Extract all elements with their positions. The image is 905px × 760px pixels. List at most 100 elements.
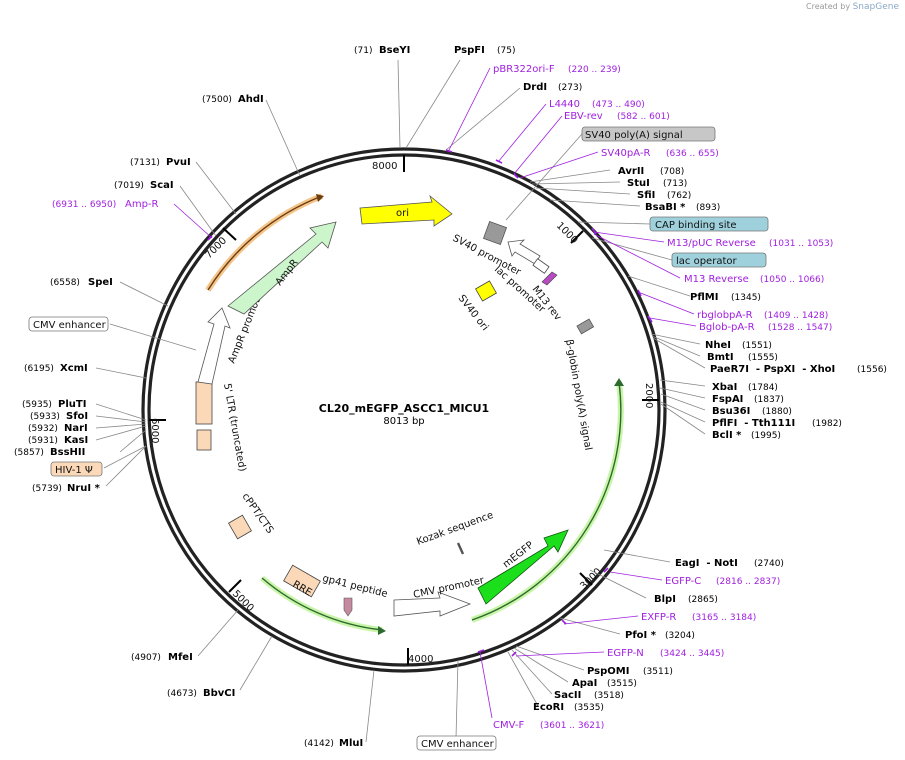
primer-AmpR-range: (6931 .. 6950)	[52, 200, 116, 210]
site-MluI-pos: (4142)	[304, 739, 334, 749]
site-PfoI-pos: (3204)	[665, 631, 695, 641]
leader-CMVF	[479, 651, 493, 719]
hiv1-psi-label: HIV-1 Ψ	[55, 465, 93, 476]
tick-mark-7000	[222, 227, 237, 241]
backbone-outer	[141, 147, 667, 673]
site-PflFI-pos: (1982)	[812, 419, 842, 429]
beta-globin-box	[576, 318, 595, 335]
primer-EXFPR-range: (3165 .. 3184)	[692, 613, 756, 623]
site-NruI: NruI *	[67, 483, 101, 494]
ltr-box-upper	[195, 381, 213, 425]
site-BclI: BclI *	[712, 430, 742, 441]
primer-mark-EBVrev	[513, 173, 519, 179]
ampr-feature	[227, 221, 337, 315]
primer-SV40pAR: SV40pA-R	[601, 148, 650, 159]
primer-L4440-range: (473 .. 490)	[592, 100, 645, 110]
cmv-enhancer-left-label: CMV enhancer	[33, 320, 107, 331]
insert-arc	[471, 381, 622, 621]
tick-4000: 4000	[408, 654, 433, 665]
primer-EGFPC-range: (2816 .. 2837)	[716, 577, 780, 587]
primer-mark-L4440	[495, 159, 503, 164]
site-XcmI: XcmI	[60, 363, 88, 374]
site-PluTI: PluTI	[58, 399, 86, 410]
site-Bsu36I-pos: (1880)	[762, 407, 792, 417]
kozak-label: Kozak sequence	[415, 510, 495, 548]
leader-BbvCI	[239, 635, 273, 691]
leader-PflMI	[627, 275, 691, 297]
primer-labels: pBR322ori-F (220 .. 239) L4440 (473 .. 4…	[52, 64, 833, 731]
leader-FspAI	[659, 387, 706, 399]
leader-BmtI	[651, 335, 701, 357]
ltr-label: 5' LTR (truncated)	[221, 383, 247, 473]
ampr-arc	[207, 195, 323, 291]
site-BssHII: BssHII	[50, 447, 85, 458]
plasmid-name: CL20_mEGFP_ASCC1_MICU1	[319, 402, 489, 415]
site-PfoI: PfoI *	[625, 630, 657, 641]
beta-globin-label: β-globin poly(A) signal	[563, 339, 593, 452]
leader-SfiI	[535, 187, 631, 195]
site-PspOMI: PspOMI	[587, 666, 629, 677]
site-NruI-pos: (5739)	[32, 484, 62, 494]
leader-StuI	[531, 181, 621, 185]
site-ScaI: ScaI	[150, 180, 174, 191]
site-ApaI: ApaI	[572, 678, 597, 689]
leader-cap	[577, 221, 651, 225]
site-NarI: NarI	[64, 423, 88, 434]
primer-marks	[207, 149, 653, 657]
leader-XbaI	[659, 379, 706, 387]
site-BsaBI: BsaBI *	[645, 202, 686, 213]
primer-mark-M13pUCRev	[591, 227, 597, 235]
primer-EGFPN: EGFP-N	[607, 648, 644, 659]
primer-mark-AmpR	[207, 235, 213, 241]
site-BclI-pos: (1995)	[751, 431, 781, 441]
site-PspOMI-pos: (3511)	[643, 667, 673, 677]
site-EagI: EagI - NotI	[675, 558, 738, 569]
tick-mark-1000	[570, 230, 584, 244]
cmv-enhancer-bottom-box	[416, 735, 497, 751]
leader-L4440	[497, 103, 547, 163]
leader-DrdI	[445, 87, 521, 151]
site-MluI: MluI	[339, 738, 363, 749]
lac-operator-box	[671, 252, 767, 268]
leader-sv40polyA	[505, 133, 583, 221]
leader-EBVrev	[513, 115, 563, 175]
tick-6000: 6000	[149, 418, 160, 443]
site-SacII: SacII	[554, 690, 581, 701]
site-BlpI: BlpI	[654, 594, 676, 605]
site-MfeI: MfeI	[168, 652, 193, 663]
site-AhdI-pos: (7500)	[202, 95, 232, 105]
ltr-box-lower	[196, 429, 212, 451]
site-KasI: KasI	[64, 435, 88, 446]
leader-BclI	[660, 403, 706, 435]
primer-EGFPN-range: (3424 .. 3445)	[660, 649, 724, 659]
site-EcoRI-pos: (3535)	[574, 703, 604, 713]
leader-cmvEnhB	[455, 659, 459, 739]
site-PflFI: PflFI - Tth111I	[712, 418, 795, 429]
primer-rbglobpAR-range: (1409 .. 1428)	[764, 311, 828, 321]
leader-NheI	[650, 333, 701, 345]
leader-PspFI	[405, 59, 461, 149]
site-BbvCI-pos: (4673)	[167, 689, 197, 699]
primer-AmpR: Amp-R	[125, 199, 159, 210]
leader-BssHII	[119, 429, 147, 453]
site-MfeI-pos: (4907)	[131, 653, 161, 663]
leader-AvrII	[529, 169, 611, 183]
site-SpeI-pos: (6558)	[50, 278, 80, 288]
primer-rbglobpAR: rbglobpA-R	[697, 310, 753, 321]
primer-CMVF: CMV-F	[493, 720, 524, 731]
leader-pBR322oriF	[447, 67, 491, 153]
site-BsaBI-pos: (893)	[696, 203, 720, 213]
lac-promoter-box	[532, 258, 550, 274]
site-SfiI: SfiI	[637, 190, 655, 201]
site-AhdI: AhdI	[238, 94, 264, 105]
primer-CMVF-range: (3601 .. 3621)	[540, 721, 604, 731]
gp41-label: gp41 peptide	[321, 573, 388, 600]
primer-EBVrev-range: (582 .. 601)	[617, 112, 670, 122]
leader-cmvEnhL	[109, 323, 197, 351]
leader-NruI	[105, 445, 147, 487]
tick-2000: 2000	[643, 383, 654, 408]
leader-EcoRI	[507, 651, 539, 707]
primer-mark-EXFPR	[561, 619, 567, 625]
site-SfoI: SfoI	[66, 411, 88, 422]
primer-BglobpAR-range: (1528 .. 1547)	[768, 323, 832, 333]
